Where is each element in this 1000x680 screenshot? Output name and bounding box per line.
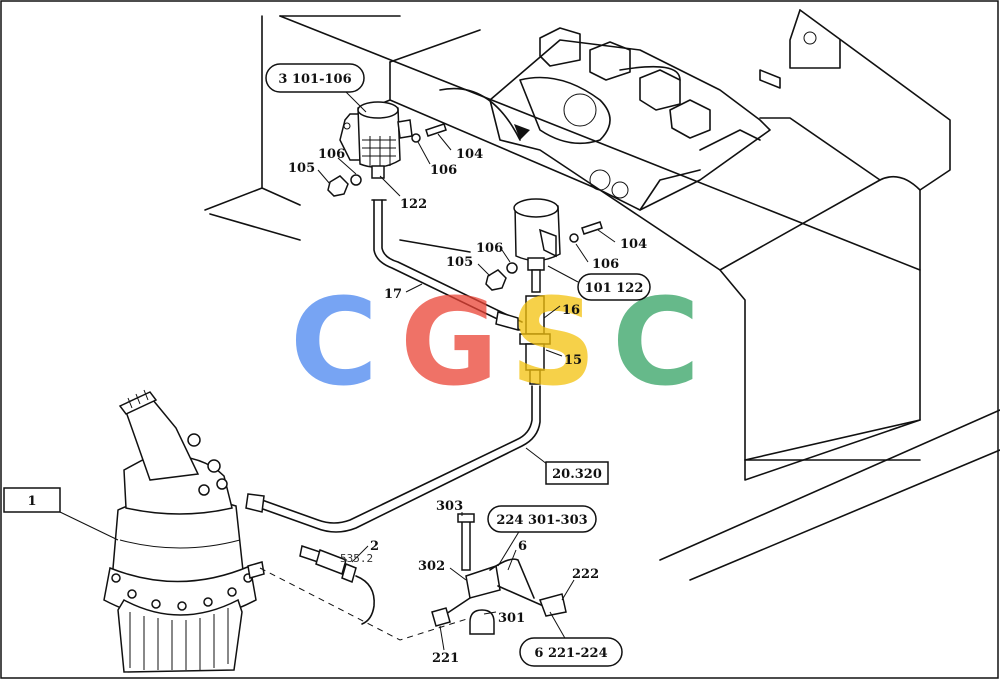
callout-1-text: 1 xyxy=(27,494,36,509)
engine-block xyxy=(439,27,771,211)
callout-6-221-224: 6 221-224 xyxy=(519,637,623,667)
label-302: 302 xyxy=(418,559,445,574)
label-104-upper: 104 xyxy=(456,147,483,162)
label-106-lower-right: 106 xyxy=(592,257,619,272)
sensor-part xyxy=(259,545,471,641)
callout-3-101-106: 3 101-106 xyxy=(265,63,365,93)
part-labels: 104 106 106 105 122 104 106 106 105 17 1… xyxy=(288,147,647,666)
label-17: 17 xyxy=(384,287,402,302)
swing-motor-assembly xyxy=(103,389,265,673)
label-122: 122 xyxy=(400,197,427,212)
label-6: 6 xyxy=(518,539,527,554)
callout-101-122: 101 122 xyxy=(577,273,651,301)
machine-body-outline xyxy=(204,9,1000,581)
label-105-upper: 105 xyxy=(288,161,315,176)
label-104-lower: 104 xyxy=(620,237,647,252)
label-106-upper-left: 106 xyxy=(318,147,345,162)
reservoir-upper xyxy=(327,101,447,197)
label-221: 221 xyxy=(432,651,459,666)
label-222: 222 xyxy=(572,567,599,582)
callout-224-301-303-text: 224 301-303 xyxy=(496,513,587,528)
callout-6-221-224-text: 6 221-224 xyxy=(534,646,607,661)
label-303: 303 xyxy=(436,499,463,514)
label-106-lower-left: 106 xyxy=(476,241,503,256)
label-2: 2 xyxy=(370,539,379,554)
bracket-assembly xyxy=(431,513,567,635)
callout-101-122-text: 101 122 xyxy=(585,281,644,296)
leader-lines xyxy=(59,91,616,651)
callout-3-101-106-text: 3 101-106 xyxy=(278,72,351,87)
watermark-letter-g: G xyxy=(400,274,499,413)
callout-224-301-303: 224 301-303 xyxy=(487,505,597,533)
callout-20-320-text: 20.320 xyxy=(552,467,602,482)
label-535-2: 535.2 xyxy=(340,552,373,565)
label-105-lower: 105 xyxy=(446,255,473,270)
label-15: 15 xyxy=(564,353,582,368)
hose-lines xyxy=(245,199,551,533)
label-106-upper-right: 106 xyxy=(430,163,457,178)
watermark-letter-c1: C xyxy=(290,274,378,413)
callout-20-320: 20.320 xyxy=(545,461,609,485)
reservoir-lower xyxy=(485,198,603,293)
label-16: 16 xyxy=(562,303,580,318)
callout-1: 1 xyxy=(3,487,61,513)
label-301: 301 xyxy=(498,611,525,626)
